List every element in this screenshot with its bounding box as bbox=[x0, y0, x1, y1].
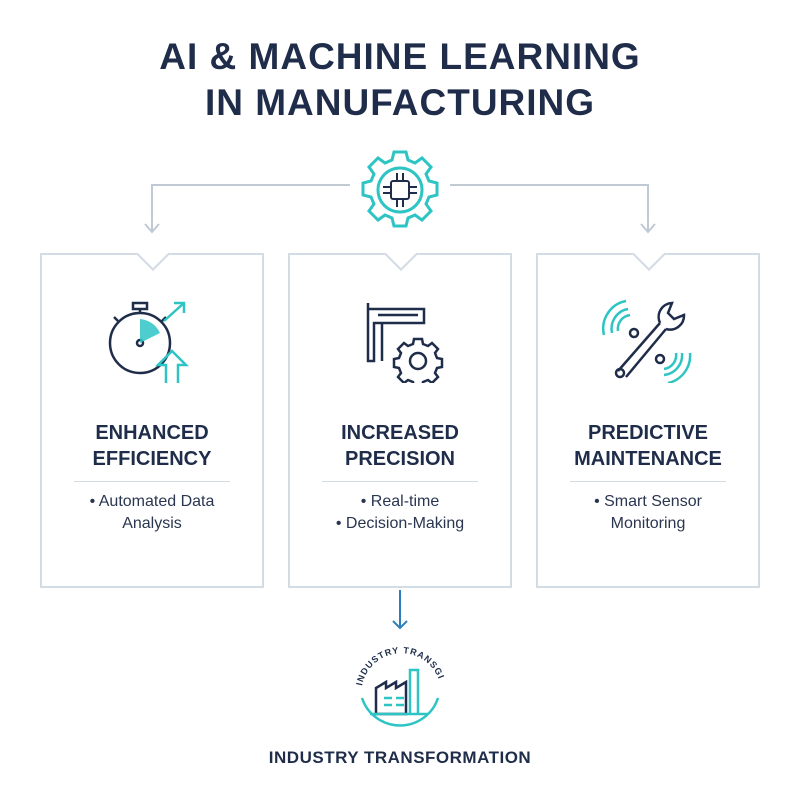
title-line-1: AI & MACHINE LEARNING bbox=[159, 36, 641, 77]
stopwatch-arrow-up-icon bbox=[108, 301, 190, 383]
footer-graphic: INDUSTRY TRANSGIGIN bbox=[340, 588, 447, 727]
wrench-signal-icon bbox=[602, 299, 692, 383]
connectors bbox=[144, 150, 656, 234]
divider bbox=[74, 481, 230, 482]
badge-text: INDUSTRY TRANSGIGIN bbox=[340, 588, 447, 686]
title-line-2: IN MANUFACTURING bbox=[204, 82, 596, 123]
card-bullets: • Real-time• Decision-Making bbox=[335, 493, 465, 532]
divider bbox=[570, 481, 726, 482]
factory-icon bbox=[370, 668, 428, 716]
arrow-down-icon bbox=[392, 590, 408, 630]
connector-right bbox=[450, 184, 649, 232]
footer-label: INDUSTRY TRANSFORMATION bbox=[268, 748, 532, 767]
connector-left bbox=[151, 184, 350, 232]
ai-gear-icon bbox=[361, 150, 439, 228]
caliper-gear-icon bbox=[366, 303, 444, 383]
divider bbox=[322, 481, 478, 482]
